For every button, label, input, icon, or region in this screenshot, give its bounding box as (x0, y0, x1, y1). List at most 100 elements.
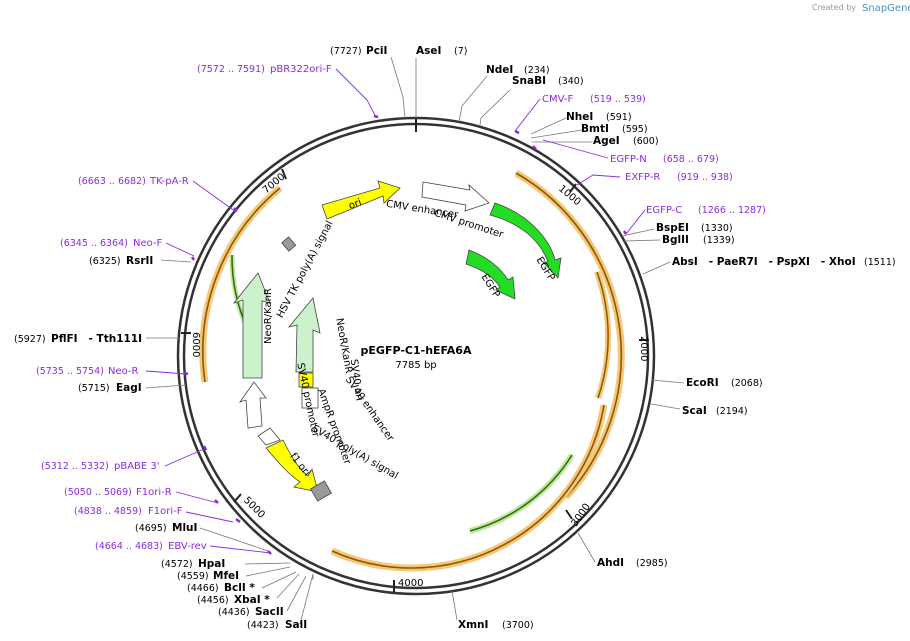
primer-range-f1ori-r: (5050 .. 5069) (64, 487, 132, 498)
enzyme-name-pcii: PciI (366, 45, 387, 57)
sv40-ori-box (298, 372, 314, 388)
primer-range-ebv-rev: (4664 .. 4683) (95, 541, 163, 552)
enzyme-pos-bspei: (1330) (701, 223, 733, 234)
enzyme-pos-nhei: (591) (606, 112, 632, 123)
enzyme-pos-pcii: (7727) (330, 46, 362, 57)
enzyme-name-xbai: XbaI * (234, 594, 270, 606)
enzyme-pos-ndei: (234) (524, 65, 550, 76)
enzyme-pos-xhoi-group: (1511) (864, 257, 896, 268)
enzyme-leaders (145, 56, 685, 625)
enzyme-pos-bcli: (4466) (187, 583, 219, 594)
enzyme-pos-mfei: (4559) (177, 571, 209, 582)
primer-range-f1ori-f: (4838 .. 4859) (74, 506, 142, 517)
enzyme-name-pflfi-group: PflFI - Tth111I (51, 333, 142, 345)
enzyme-name-hpai: HpaI (198, 558, 225, 570)
primer-name-egfp-n: EGFP-N (610, 154, 647, 165)
enzyme-pos-snabi: (340) (558, 76, 584, 87)
primer-range-neo-r: (5735 .. 5754) (36, 366, 104, 377)
primer-range-cmv-f: (519 .. 539) (590, 94, 646, 105)
enzyme-name-asei: AseI (416, 45, 441, 57)
enzyme-name-snabi: SnaBI (512, 75, 546, 87)
enzyme-name-scai: ScaI (682, 405, 707, 417)
tick-marks (181, 118, 649, 592)
enzyme-name-xhoi-group: AbsI - PaeR7I - PspXI - XhoI (672, 256, 856, 268)
enzyme-pos-asei: (7) (454, 46, 467, 57)
plasmid-name: pEGFP-C1-hEFA6A (361, 344, 472, 357)
egfp-arrow-inner (465, 249, 516, 300)
feature-label-neor-kanr-left: NeoR/KanR (263, 288, 274, 344)
cmv-enhancer-arrow (421, 181, 490, 212)
tick-label-2000: 2000 (638, 336, 649, 361)
enzyme-name-sali: SalI (285, 619, 307, 631)
primer-name-f1ori-r: F1ori-R (136, 487, 172, 498)
enzyme-pos-eagi: (5715) (78, 383, 110, 394)
neor-kanr-arrow-left (232, 272, 271, 379)
ampr-promoter-arrow (257, 427, 281, 446)
enzyme-name-ndei: NdeI (486, 64, 513, 76)
enzyme-pos-bmti: (595) (622, 124, 648, 135)
primer-name-ebv-rev: EBV-rev (168, 541, 207, 552)
primer-name-pbr322ori-f: pBR322ori-F (270, 64, 332, 75)
primer-marks (183, 114, 628, 555)
primer-name-f1ori-f: F1ori-F (148, 506, 183, 517)
primer-name-neo-f: Neo-F (133, 238, 163, 249)
tick-label-6000: 6000 (190, 332, 201, 357)
primer-leaders (145, 68, 646, 554)
enzyme-name-mfei: MfeI (213, 570, 239, 582)
tick-label-5000: 5000 (241, 495, 267, 521)
feature-label-hsv-tk-polya: HSV TK poly(A) signal (275, 219, 336, 320)
sv40-polya-box (310, 480, 332, 502)
enzyme-name-bcli: BclI * (224, 582, 255, 594)
primer-range-pbabe-3: (5312 .. 5332) (41, 461, 109, 472)
primer-name-cmv-f: CMV-F (542, 94, 573, 105)
egfp-arrow-outer (489, 202, 562, 279)
sv40-promoter-arrow (238, 381, 267, 429)
feature-label-ori: ori (347, 197, 363, 212)
enzyme-pos-hpai: (4572) (161, 559, 193, 570)
primer-name-exfp-r: EXFP-R (625, 172, 660, 183)
enzyme-name-xmni: XmnI (458, 619, 488, 631)
created-by-text: Created by (812, 3, 856, 12)
enzyme-name-sacii: SacII (255, 606, 284, 618)
enzyme-pos-mlui: (4695) (135, 523, 167, 534)
enzyme-name-ecori: EcoRI (686, 377, 719, 389)
primer-name-pbabe-3: pBABE 3' (114, 461, 160, 472)
enzyme-pos-pflfi-group: (5927) (14, 334, 46, 345)
primer-range-pbr322ori-f: (7572 .. 7591) (197, 64, 265, 75)
enzyme-name-mlui: MluI (172, 522, 197, 534)
enzyme-name-bspei: BspEI (656, 222, 689, 234)
primer-range-exfp-r: (919 .. 938) (677, 172, 733, 183)
enzyme-name-rsrii: RsrII (126, 255, 153, 267)
tick-label-4000: 4000 (398, 578, 423, 589)
f1-ori-arrow (265, 439, 319, 493)
orf-arc-left (199, 185, 283, 383)
primer-range-egfp-n: (658 .. 679) (663, 154, 719, 165)
enzyme-name-bglii: BglII (662, 234, 689, 246)
plasmid-length: 7785 bp (395, 360, 436, 371)
feature-label-sv40-enhancer: SV40 enhancer (343, 375, 396, 444)
enzyme-pos-rsrii: (6325) (89, 256, 121, 267)
enzyme-name-nhei: NheI (566, 111, 593, 123)
enzyme-pos-sacii: (4436) (218, 607, 250, 618)
enzyme-name-bmti: BmtI (581, 123, 609, 135)
snapgene-logo: SnapGene (862, 3, 910, 14)
enzyme-pos-sali: (4423) (247, 620, 279, 631)
hsv-tk-polya-box (281, 236, 297, 252)
orf-arc-green (469, 453, 575, 534)
enzyme-pos-scai: (2194) (716, 406, 748, 417)
primer-name-tk-pa-r: TK-pA-R (149, 176, 189, 187)
neor-kanr-arrow-inner (287, 297, 321, 373)
ori-arrow (321, 180, 401, 220)
enzyme-pos-agei: (600) (633, 136, 659, 147)
primer-name-neo-r: Neo-R (108, 366, 139, 377)
enzyme-name-ahdi: AhdI (597, 557, 624, 569)
sv40-enhancer-box (301, 387, 319, 409)
primer-range-neo-f: (6345 .. 6364) (60, 238, 128, 249)
enzyme-pos-ahdi: (2985) (636, 558, 668, 569)
primer-range-tk-pa-r: (6663 .. 6682) (78, 176, 146, 187)
enzyme-pos-xmni: (3700) (502, 620, 534, 631)
tick-label-3000: 3000 (569, 502, 593, 529)
primer-range-egfp-c: (1266 .. 1287) (698, 205, 766, 216)
enzyme-pos-xbai: (4456) (197, 595, 229, 606)
enzyme-pos-bglii: (1339) (703, 235, 735, 246)
